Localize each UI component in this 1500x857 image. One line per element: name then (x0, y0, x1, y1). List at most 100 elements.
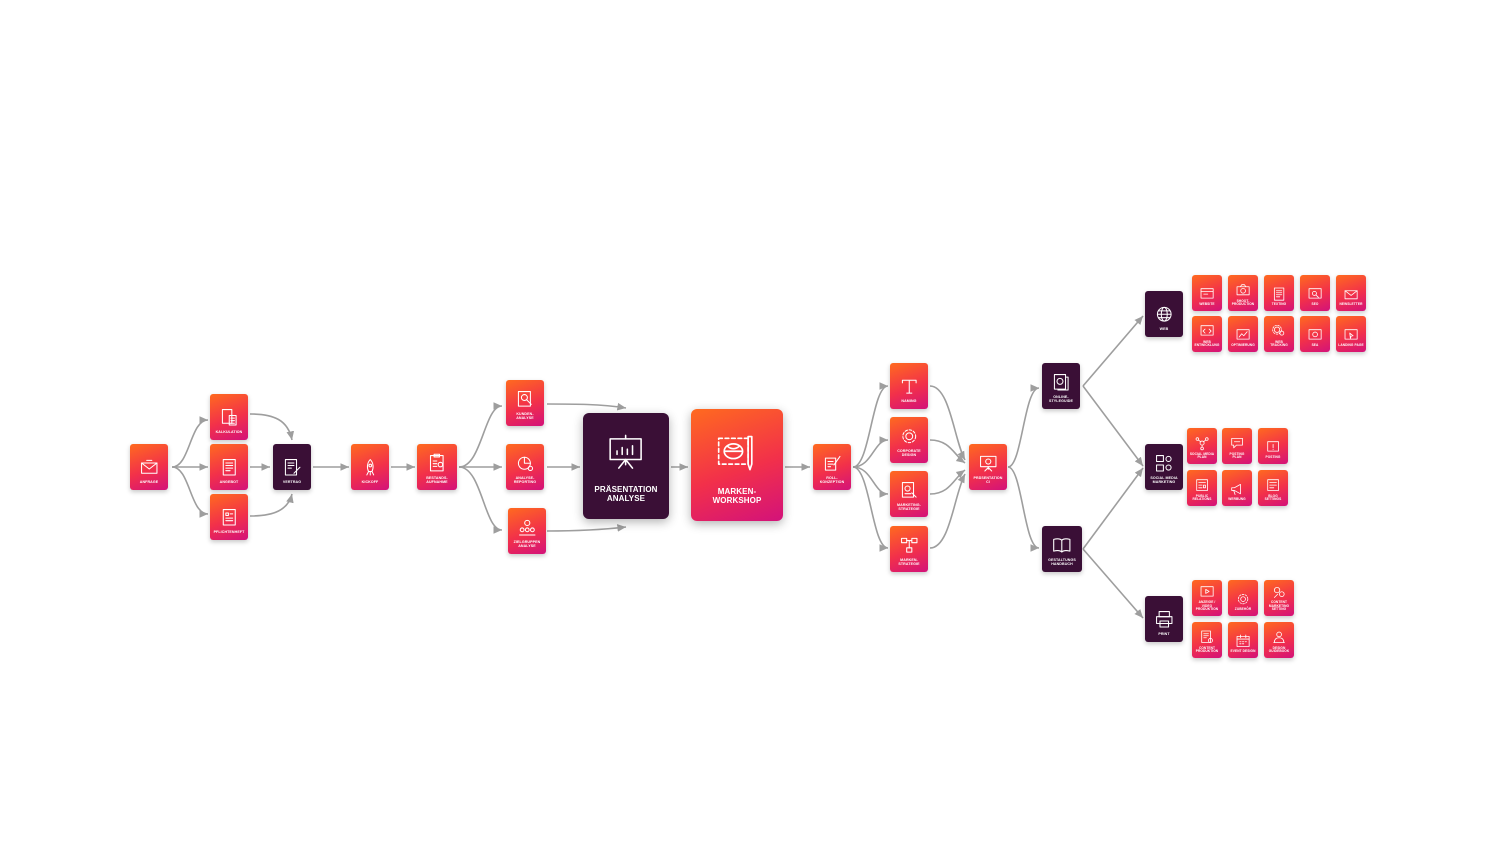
social-item-blog-settings[interactable]: BLOG SETTINGS (1258, 470, 1288, 506)
node-label: PRÄSENTATION CI (973, 475, 1003, 484)
node-kalkulation[interactable]: KALKULATION (210, 394, 248, 440)
node-label: WEB (1159, 326, 1169, 331)
print-item-zubehoer[interactable]: ZUBEHÖR (1228, 580, 1258, 616)
video-ad-icon (1200, 586, 1214, 597)
node-web[interactable]: WEB (1145, 291, 1183, 337)
clipboard-icon (430, 453, 444, 472)
node-markenworkshop[interactable]: MARKEN- WORKSHOP (691, 409, 783, 521)
node-praesentation-ci[interactable]: PRÄSENTATION CI (969, 444, 1007, 490)
connector (929, 385, 966, 461)
print-item-anzeige-video[interactable]: ANZEIGE / VIDEO PRODUKTION (1192, 580, 1222, 616)
optimization-icon (1236, 329, 1250, 340)
node-label: MARKEN- WORKSHOP (712, 487, 762, 505)
chat-bubble-icon (1231, 438, 1243, 449)
content-settings-icon (1273, 586, 1285, 598)
node-label: MARKEN- STRATEGIE (898, 557, 920, 566)
web-item-landing-page[interactable]: LANDING PAGE (1336, 316, 1366, 352)
node-marken-strategie[interactable]: MARKEN- STRATEGIE (890, 526, 928, 572)
marketing-chart-icon (901, 481, 917, 498)
connector (929, 439, 966, 464)
node-label: ROLL- KONZEPTION (819, 475, 845, 484)
seo-icon (1308, 288, 1322, 299)
print-item-content-produktion[interactable]: CONTENT PRODUKTION (1192, 622, 1222, 658)
web-item-web-entwicklung[interactable]: WEB ENTWICKLUNG (1192, 316, 1222, 352)
specification-icon (222, 509, 236, 526)
node-label: ONLINE- STYLEGUIDE (1049, 394, 1073, 403)
node-label: PRINT (1158, 631, 1170, 636)
blog-icon (1267, 479, 1279, 492)
print-item-event-design[interactable]: EVENT DESIGN (1228, 622, 1258, 658)
node-pflichtenheft[interactable]: PFLICHTENHEFT (210, 494, 248, 540)
node-label: CORPORATE DESIGN (897, 448, 921, 457)
web-item-shoot-production[interactable]: SHOOT- PRODUCTION (1228, 275, 1258, 311)
web-item-newsletter[interactable]: NEWSLETTER (1336, 275, 1366, 311)
social-item-posting-plan[interactable]: POSTING PLAN (1222, 428, 1252, 464)
node-rollkonzeption[interactable]: ROLL- KONZEPTION (813, 444, 851, 490)
node-label: SEO (1311, 302, 1319, 307)
node-label: ANZEIGE / VIDEO PRODUKTION (1195, 600, 1219, 612)
gear-icon (902, 429, 916, 443)
accessories-icon (1237, 593, 1249, 605)
social-item-posting[interactable]: POSTING (1258, 428, 1288, 464)
node-label: PUBLIC RELATIONS (1192, 493, 1212, 502)
node-label: EVENT DESIGN (1230, 649, 1256, 654)
print-item-design-guidebook[interactable]: DESIGN GUIDEBOOK (1264, 622, 1294, 658)
web-item-texting[interactable]: TEXTING (1264, 275, 1294, 311)
node-kundenanalyse[interactable]: KUNDEN- ANALYSE (506, 380, 544, 426)
web-item-optimierung[interactable]: OPTIMIERUNG (1228, 316, 1258, 352)
target-group-icon (518, 519, 536, 536)
node-label: ANFRAGE (139, 479, 159, 484)
web-item-web-tracking[interactable]: WEB TRACKING (1264, 316, 1294, 352)
social-item-public-relations[interactable]: PUBLIC RELATIONS (1187, 470, 1217, 506)
node-online-styleguide[interactable]: ONLINE- STYLEGUIDE (1042, 363, 1080, 409)
node-label: ZIELGRUPPEN ANALYSE (513, 539, 541, 548)
node-label: WEB ENTWICKLUNG (1194, 339, 1220, 348)
presentation-icon (979, 455, 997, 472)
connector (1007, 466, 1040, 552)
node-label: ZUBEHÖR (1234, 607, 1252, 612)
web-item-sea[interactable]: SEA (1300, 316, 1330, 352)
node-analysereporting[interactable]: ANALYSE- REPORTING (506, 444, 544, 490)
connector (1082, 315, 1144, 387)
web-item-seo[interactable]: SEO (1300, 275, 1330, 311)
node-angebot[interactable]: ANGEBOT (210, 444, 248, 490)
node-label: GESTALTUNGS HANDBUCH (1048, 557, 1076, 566)
social-item-werbung[interactable]: WERBUNG (1222, 470, 1252, 506)
node-zielgruppenanalyse[interactable]: ZIELGRUPPEN ANALYSE (508, 508, 546, 554)
social-item-social-media-plan[interactable]: SOCIAL MEDIA PLAN (1187, 428, 1217, 464)
node-label: NEWSLETTER (1339, 302, 1363, 307)
node-gestaltungshandbuch[interactable]: GESTALTUNGS HANDBUCH (1042, 526, 1082, 572)
post-icon (1267, 441, 1279, 452)
connector (1082, 385, 1144, 467)
node-label: TEXTING (1271, 302, 1287, 307)
web-item-website[interactable]: WEBSITE (1192, 275, 1222, 311)
print-item-content-marketing-setting[interactable]: CONTENT MARKETING SETTING (1264, 580, 1294, 616)
node-label: KALKULATION (215, 429, 243, 434)
node-praesentation-analyse[interactable]: PRÄSENTATION ANALYSE (583, 413, 669, 519)
node-label: KICKOFF (361, 479, 379, 484)
node-bestandsaufnahme[interactable]: BESTANDS- AUFNAHME (417, 444, 457, 490)
node-label: NAMING (901, 398, 917, 403)
code-window-icon (1200, 325, 1214, 336)
node-label: SHOOT- PRODUCTION (1231, 298, 1255, 307)
node-print[interactable]: PRINT (1145, 596, 1183, 642)
typography-icon (901, 379, 917, 394)
node-anfrage[interactable]: ANFRAGE (130, 444, 168, 490)
calculator-icon (221, 409, 237, 426)
node-vertrag[interactable]: VERTRAG (273, 444, 311, 490)
handbook-icon (1053, 537, 1071, 553)
node-corporate-design[interactable]: CORPORATE DESIGN (890, 417, 928, 463)
node-label: VERTRAG (282, 479, 302, 484)
node-naming[interactable]: NAMING (890, 363, 928, 409)
connector (458, 402, 503, 468)
connector (1082, 467, 1144, 550)
connector (546, 524, 627, 532)
node-kickoff[interactable]: KICKOFF (351, 444, 389, 490)
node-marketing-strategie[interactable]: MARKETING- STRATEGIE (890, 471, 928, 517)
node-social-media-marketing[interactable]: SOCIAL MEDIA MARKETING (1145, 444, 1183, 490)
contract-icon (284, 459, 301, 476)
node-label: KUNDEN- ANALYSE (516, 411, 534, 420)
designer-icon (1273, 632, 1285, 644)
camera-icon (1236, 284, 1250, 296)
